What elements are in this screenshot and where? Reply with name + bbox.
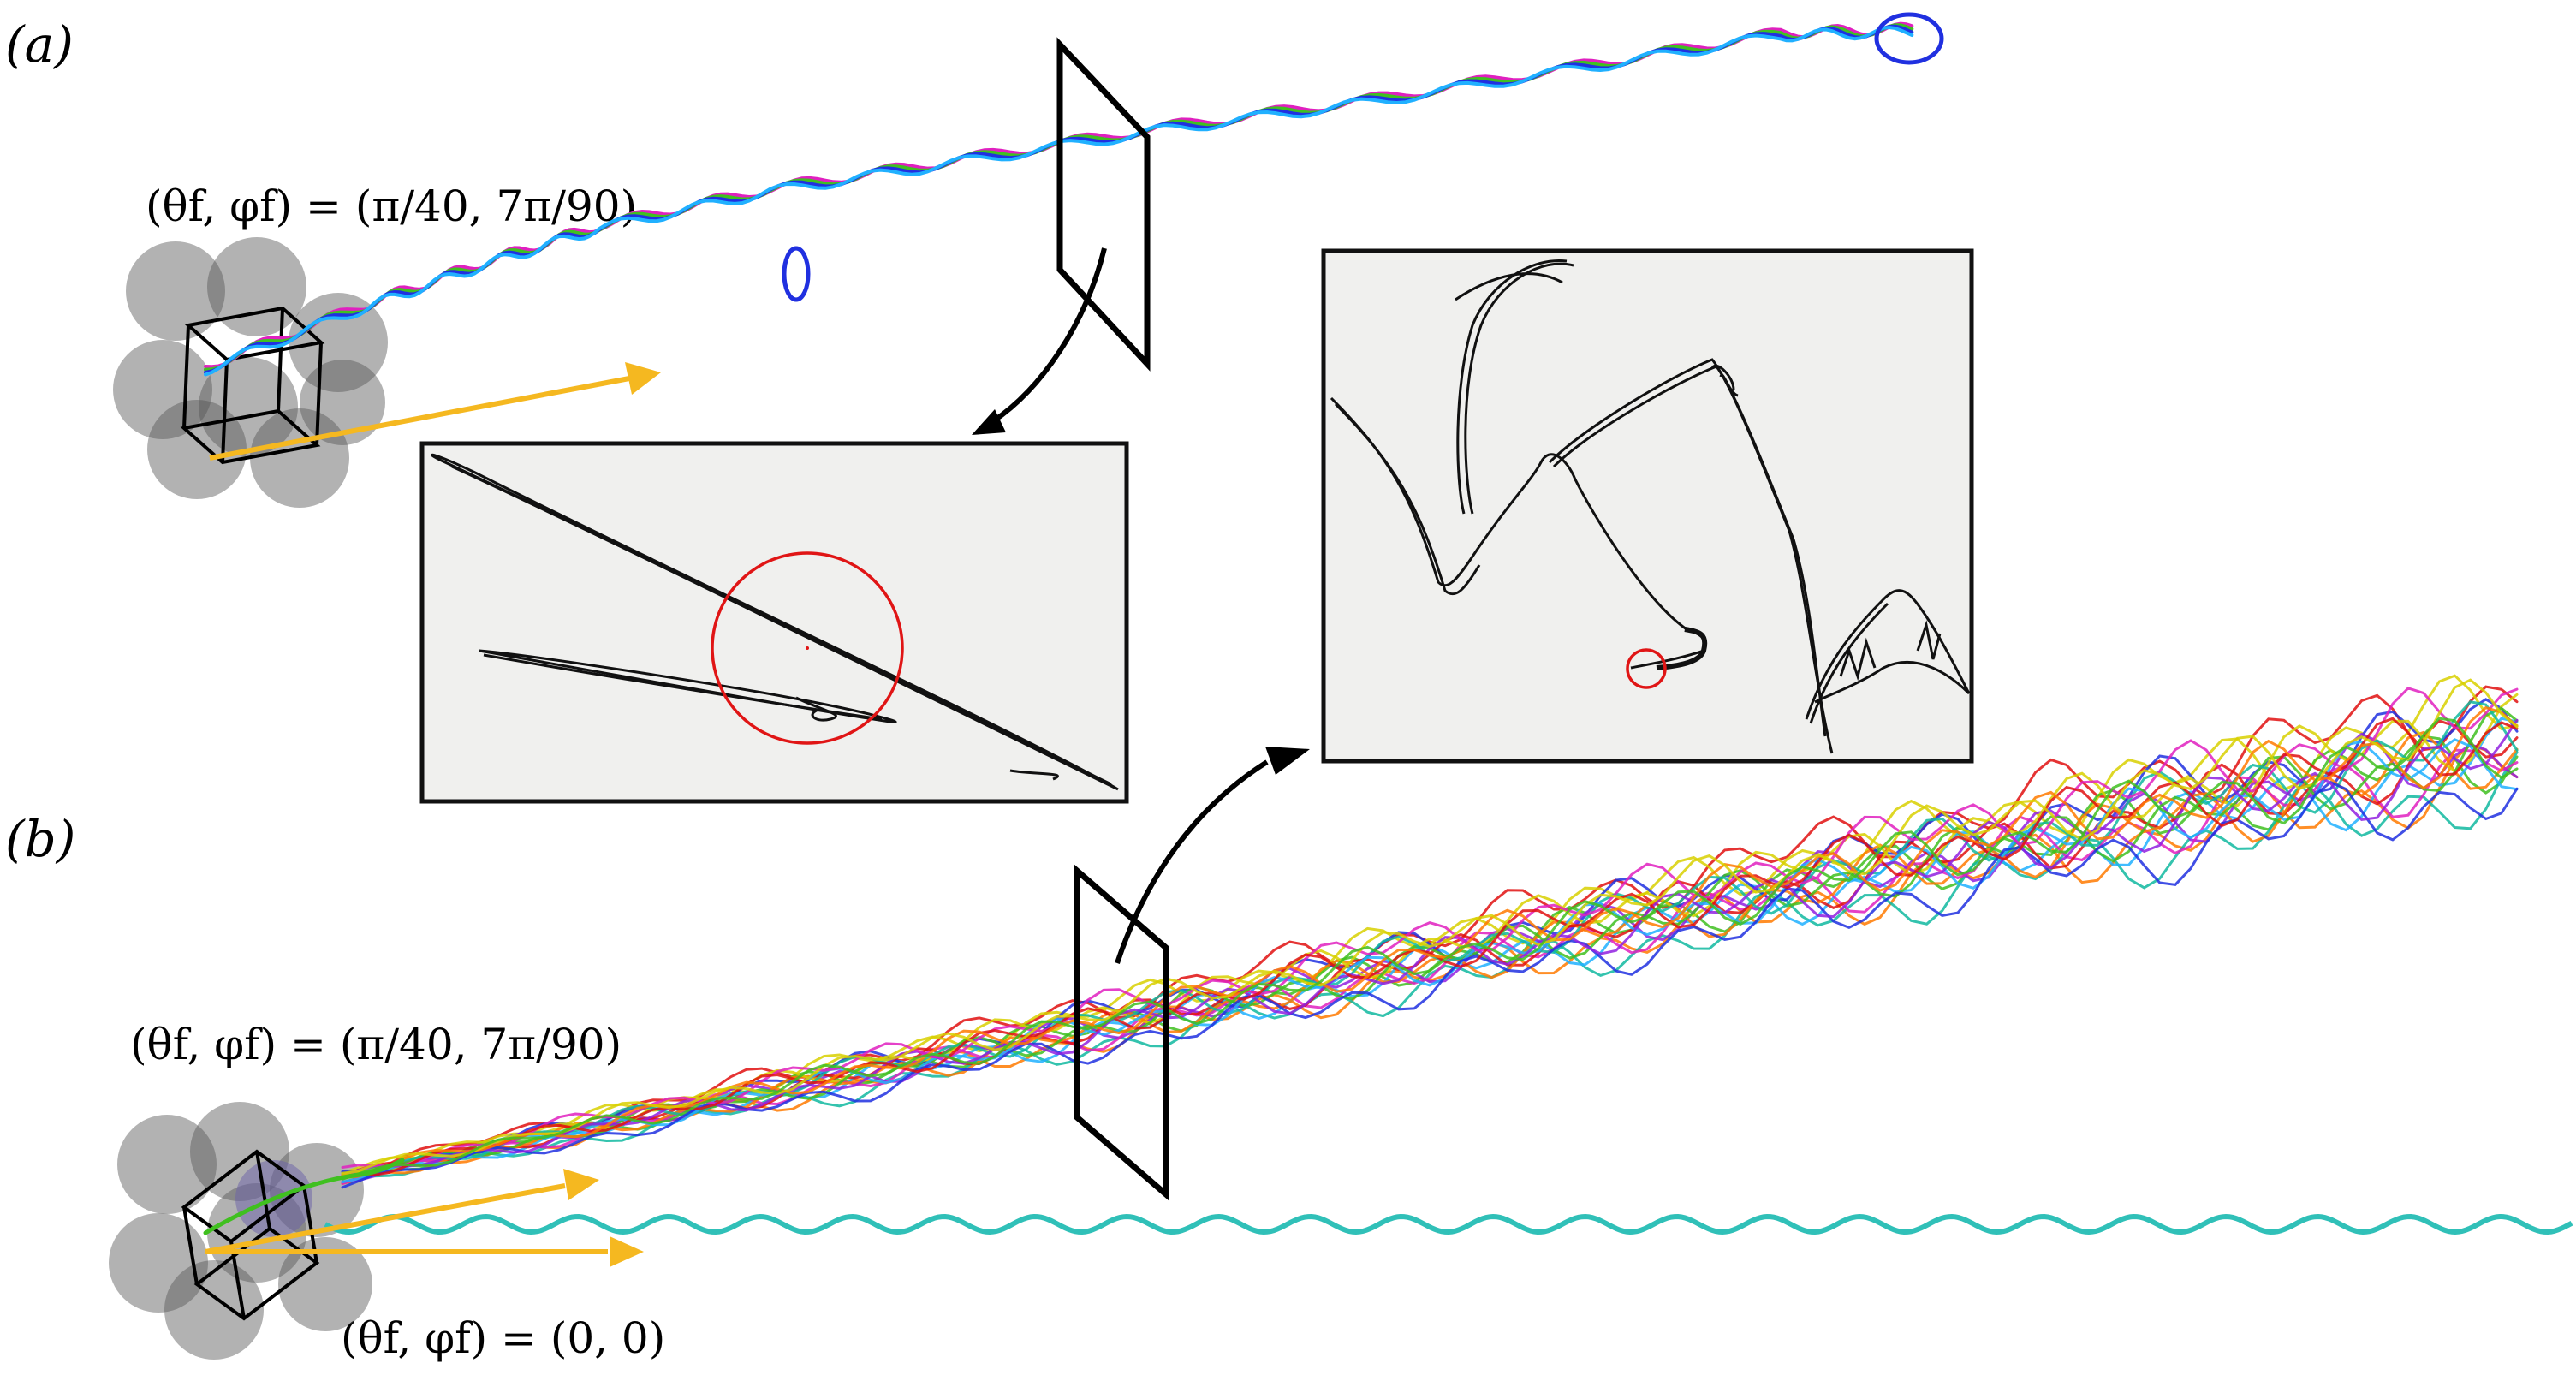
inset-frame xyxy=(1324,251,1972,761)
panel-a-section-arrow xyxy=(972,248,1104,435)
panel-a-poincare-plane xyxy=(1060,45,1147,364)
trajectory-strand xyxy=(342,750,2517,1184)
sphere xyxy=(207,237,306,336)
panel-a-poincare-inset xyxy=(422,443,1127,801)
panel-a-particle-cluster xyxy=(113,237,388,508)
panel-a-equation-text: (θf, φf) = (π/40, 7π/90) xyxy=(146,182,637,231)
arrow-head xyxy=(1265,747,1310,775)
poincare-point xyxy=(806,646,809,650)
panel-b-label: (b) xyxy=(5,810,75,868)
panel-b-poincare-inset xyxy=(1324,251,1972,761)
arrow-path xyxy=(993,248,1104,421)
panel-b-equation-upper: (θf, φf) = (π/40, 7π/90) xyxy=(130,1020,622,1069)
arrow-head xyxy=(610,1236,644,1267)
trajectory-loop xyxy=(784,248,808,300)
trajectory-loop xyxy=(1877,15,1942,62)
panel-a-label: (a) xyxy=(5,15,74,74)
panel-b-equation-lower: (θf, φf) = (0, 0) xyxy=(341,1313,665,1363)
panel-a-equation: (θf, φf) = (π/40, 7π/90) xyxy=(146,182,637,231)
arrow-head xyxy=(563,1169,599,1200)
panel-b-steady-trajectory xyxy=(325,1217,2572,1232)
arrow-path xyxy=(1117,762,1267,963)
arrow-head xyxy=(625,362,661,395)
